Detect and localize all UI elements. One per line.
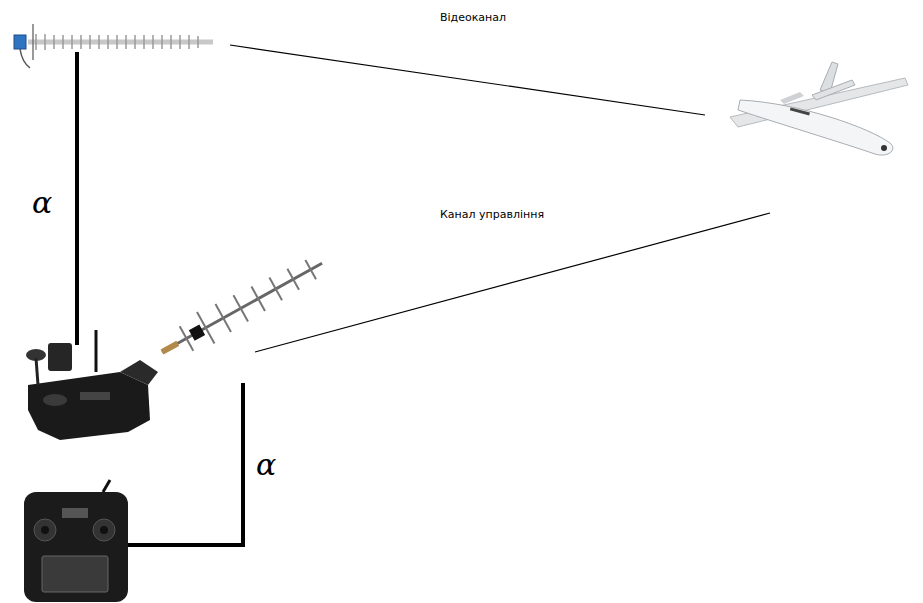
control-link-line [255,213,770,352]
fpv-goggles [26,330,158,440]
channel-label: Відеоканал [440,11,506,24]
channel-label: Канал управління [440,208,544,221]
video-link-line [230,45,705,115]
yagi-antenna [153,248,331,368]
yagi-antenna [14,24,213,68]
drone [730,62,908,155]
mast-line [75,52,79,345]
angle-symbol: α [32,188,52,218]
radio-transmitter [24,480,128,602]
angle-symbol: α [256,450,276,480]
